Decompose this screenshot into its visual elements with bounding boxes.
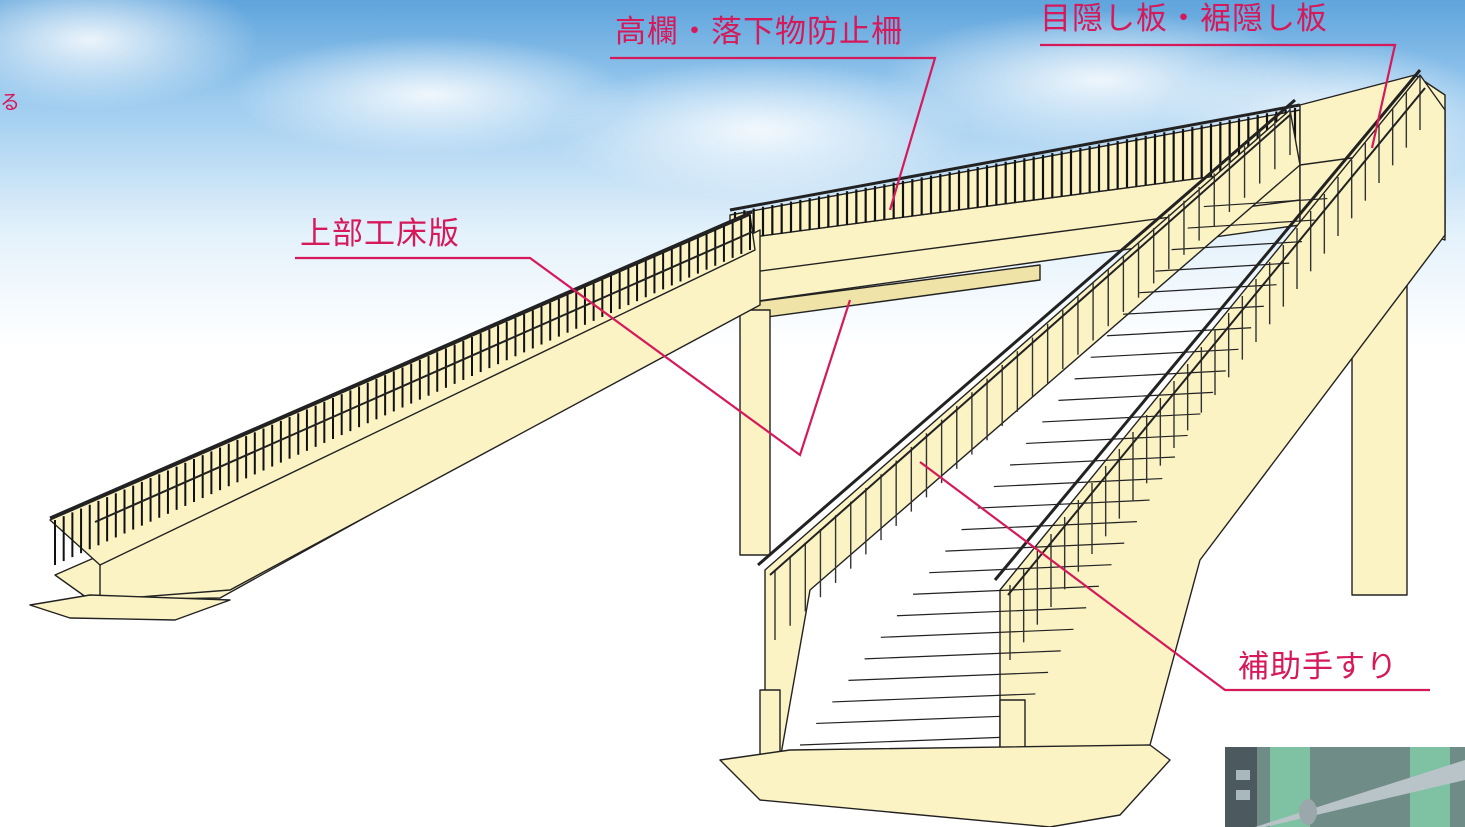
leader-railing	[610, 56, 937, 211]
leader-lines	[295, 43, 1430, 692]
label-handrail: 補助手すり	[1238, 649, 1398, 685]
left-ramp	[29, 210, 761, 621]
leader-screen-panel	[1040, 43, 1397, 149]
upper-deck	[729, 103, 1301, 319]
label-deck-slab: 上部工床版	[300, 216, 460, 252]
leader-handrail	[919, 461, 1430, 692]
leader-deck-slab	[295, 256, 852, 457]
label-railing: 高欄・落下物防止柵	[615, 14, 903, 50]
photo-inset	[1225, 747, 1465, 827]
support-column-left	[739, 309, 771, 556]
main-staircase	[719, 69, 1446, 827]
label-screen-panel: 目隠し板・裾隠し板	[1040, 1, 1328, 37]
edge-text-fragment: る	[0, 90, 20, 114]
